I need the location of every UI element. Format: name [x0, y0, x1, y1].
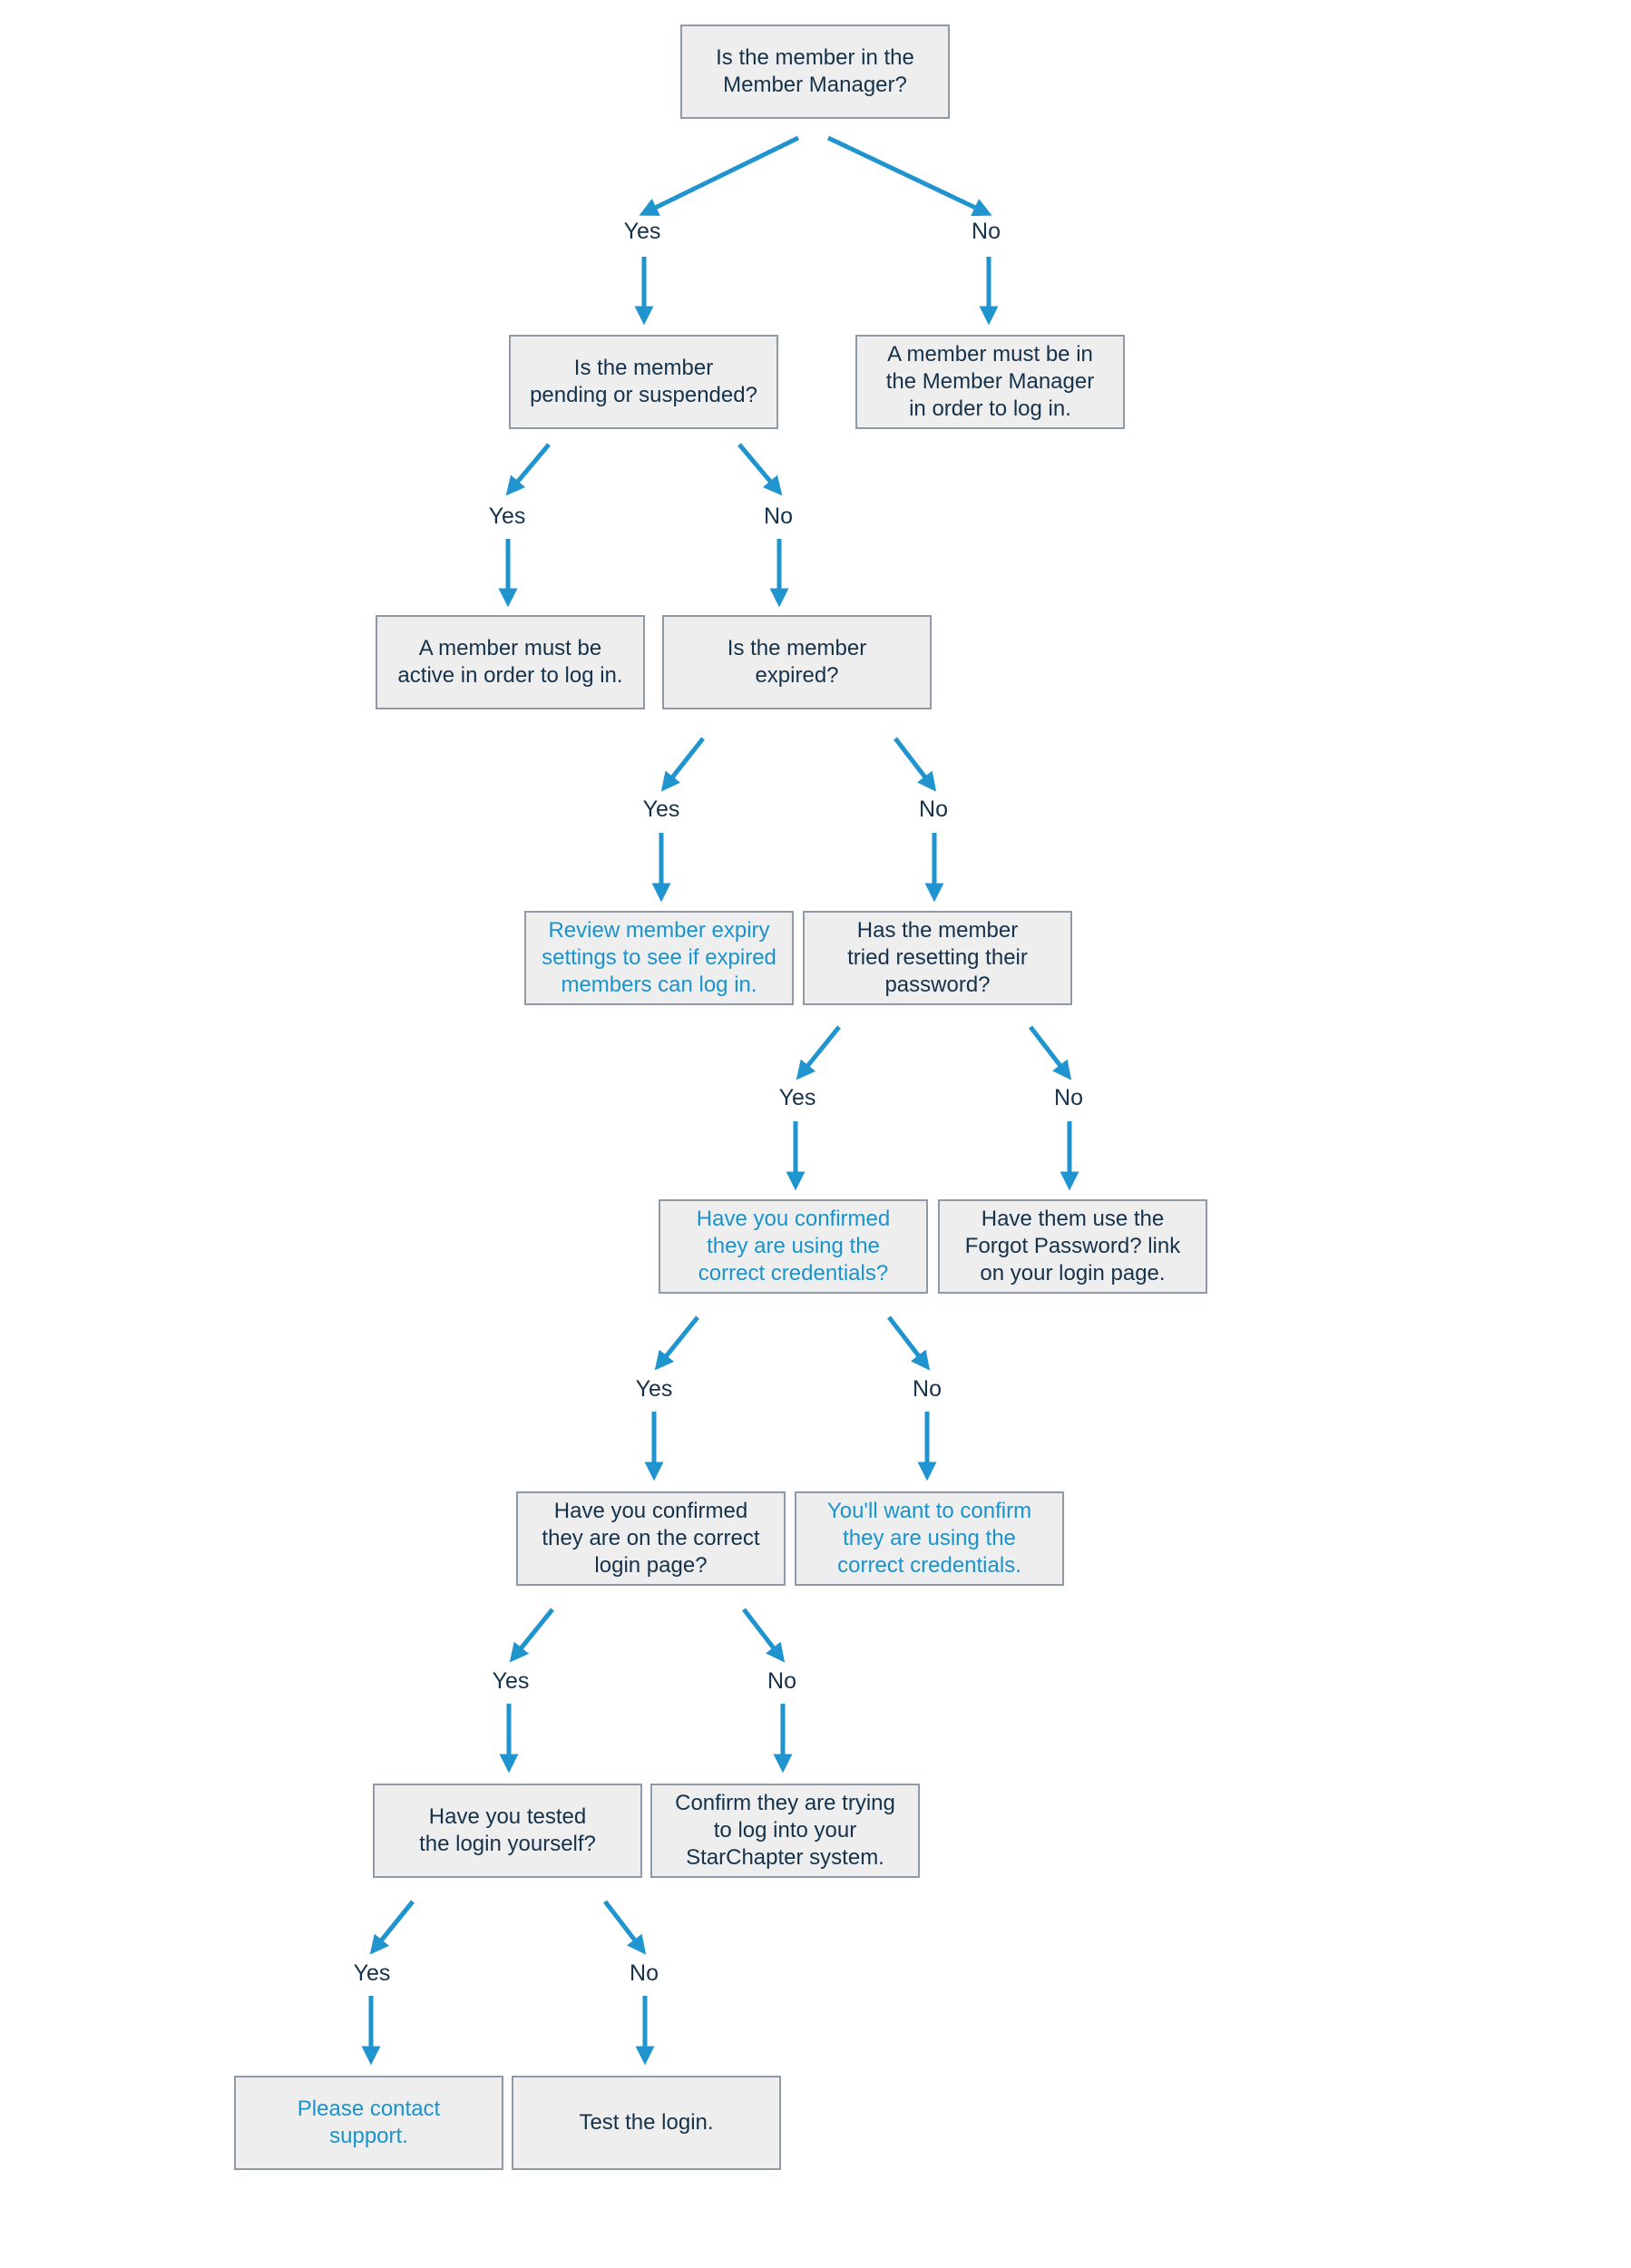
node-tested-login-text: Have you tested the login yourself?	[419, 1804, 596, 1856]
node-confirm-credentials-text: You'll want to confirm they are using th…	[826, 1499, 1032, 1578]
label-yes: Yes	[623, 219, 661, 244]
label-no: No	[630, 1960, 659, 1986]
node-test-the-login: Test the login.	[512, 2076, 781, 2170]
label-yes: Yes	[492, 1668, 530, 1694]
label-yes: Yes	[488, 503, 526, 529]
node-in-member-manager: Is the member in the Member Manager?	[680, 24, 950, 119]
arrow-no	[603, 1900, 647, 1955]
label-no: No	[767, 1668, 796, 1694]
arrow-yes	[796, 1025, 841, 1080]
label-no: No	[919, 797, 948, 822]
arrow-no	[826, 135, 992, 217]
node-is-expired-text: Is the member expired?	[727, 636, 867, 688]
arrow-yes	[505, 443, 551, 496]
node-tested-login: Have you tested the login yourself?	[373, 1784, 642, 1878]
node-review-expiry-settings[interactable]: Review member expiry settings to see if …	[524, 911, 794, 1005]
node-must-be-active-text: A member must be active in order to log …	[397, 636, 623, 688]
node-correct-login-page: Have you confirmed they are on the corre…	[516, 1491, 786, 1586]
arrow-no	[887, 1315, 931, 1371]
label-no: No	[913, 1376, 942, 1402]
arrow-yes	[654, 1315, 699, 1371]
arrow-yes	[509, 1608, 554, 1663]
label-yes: Yes	[642, 797, 680, 822]
arrow-yes	[369, 1900, 415, 1955]
arrow-no	[737, 443, 783, 496]
node-must-be-active: A member must be active in order to log …	[376, 615, 645, 709]
label-no: No	[1054, 1085, 1083, 1110]
node-tried-resetting-password-text: Has the member tried resetting their pas…	[847, 918, 1028, 997]
node-must-be-in-member-manager-text: A member must be in the Member Manager i…	[885, 342, 1095, 421]
label-yes: Yes	[635, 1376, 673, 1402]
node-pending-or-suspended-text: Is the member pending or suspended?	[530, 356, 757, 407]
node-correct-login-page-text: Have you confirmed they are on the corre…	[542, 1499, 760, 1578]
node-confirmed-credentials-text: Have you confirmed they are using the co…	[696, 1207, 891, 1286]
node-starchapter-system: Confirm they are trying to log into your…	[650, 1784, 920, 1878]
node-starchapter-system-text: Confirm they are trying to log into your…	[675, 1791, 895, 1870]
node-in-member-manager-text: Is the member in the Member Manager?	[716, 45, 914, 97]
node-contact-support[interactable]: Please contact support.	[234, 2076, 503, 2170]
label-yes: Yes	[353, 1960, 391, 1986]
arrow-yes	[660, 737, 705, 792]
node-contact-support-text: Please contact support.	[297, 2097, 441, 2148]
label-yes: Yes	[778, 1085, 816, 1110]
arrow-yes	[639, 135, 800, 216]
node-is-expired: Is the member expired?	[662, 615, 932, 709]
node-confirmed-credentials[interactable]: Have you confirmed they are using the co…	[659, 1199, 928, 1294]
node-review-expiry-settings-text: Review member expiry settings to see if …	[542, 918, 776, 997]
node-tried-resetting-password: Has the member tried resetting their pas…	[803, 911, 1072, 1005]
label-no: No	[972, 219, 1001, 244]
arrow-no	[742, 1608, 786, 1663]
node-test-the-login-text: Test the login.	[579, 2110, 714, 2135]
node-forgot-password-link-text: Have them use the Forgot Password? link …	[964, 1207, 1181, 1286]
arrow-no	[1029, 1025, 1072, 1080]
node-must-be-in-member-manager: A member must be in the Member Manager i…	[855, 335, 1125, 429]
node-forgot-password-link: Have them use the Forgot Password? link …	[938, 1199, 1207, 1294]
node-confirm-credentials[interactable]: You'll want to confirm they are using th…	[795, 1491, 1064, 1586]
node-pending-or-suspended: Is the member pending or suspended?	[509, 335, 778, 429]
label-no: No	[764, 503, 793, 529]
arrow-no	[894, 737, 937, 792]
